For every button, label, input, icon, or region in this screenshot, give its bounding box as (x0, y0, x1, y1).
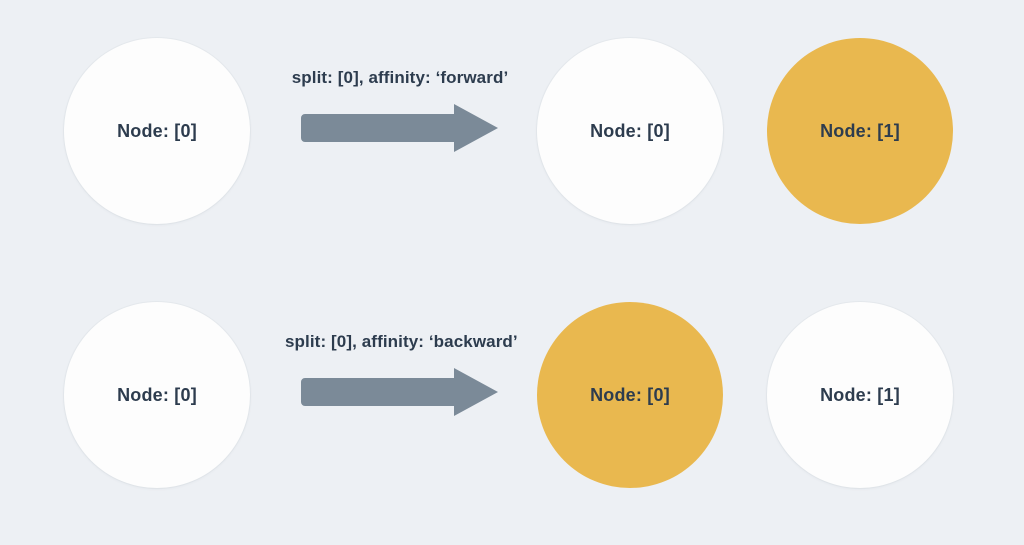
node-label: Node: [1] (820, 120, 900, 141)
arrow-caption: split: [0], affinity: ‘backward’ (285, 332, 518, 351)
arrow-right-icon (300, 102, 500, 154)
result-node-left: Node: [0] (537, 302, 723, 488)
node-label: Node: [0] (117, 120, 197, 141)
result-node-right: Node: [1] (767, 302, 953, 488)
diagram-row-forward: Node: [0] split: [0], affinity: ‘forward… (0, 38, 1024, 224)
result-node-left: Node: [0] (537, 38, 723, 224)
source-node: Node: [0] (64, 302, 250, 488)
diagram-row-backward: Node: [0] split: [0], affinity: ‘backwar… (0, 302, 1024, 488)
node-label: Node: [0] (590, 384, 670, 405)
source-node: Node: [0] (64, 38, 250, 224)
arrow-caption: split: [0], affinity: ‘forward’ (291, 68, 509, 87)
arrow-right-icon (300, 366, 500, 418)
result-node-right: Node: [1] (767, 38, 953, 224)
node-label: Node: [0] (590, 120, 670, 141)
node-label: Node: [0] (117, 384, 197, 405)
node-label: Node: [1] (820, 384, 900, 405)
